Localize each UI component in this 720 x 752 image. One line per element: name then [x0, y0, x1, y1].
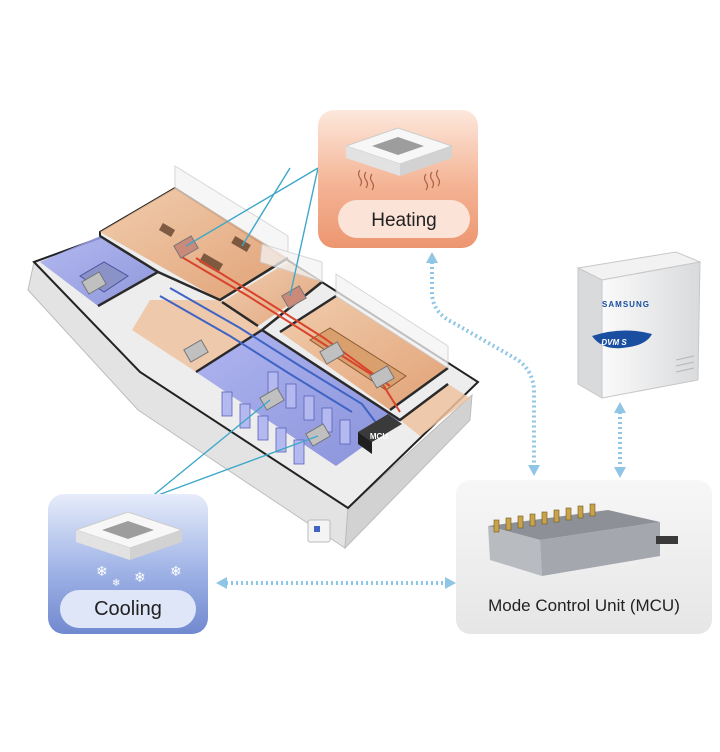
heat-waves-icon — [357, 169, 441, 191]
arrowhead-right-mcu — [445, 577, 456, 589]
cassette-cool-2 — [259, 387, 285, 411]
pipe-red — [179, 255, 401, 413]
cassette-cool-1 — [81, 271, 107, 295]
cooling-label: Cooling — [94, 598, 162, 620]
outdoor-unit — [576, 251, 702, 399]
arrowhead-up-odu — [614, 402, 626, 413]
svg-text:❄: ❄ — [170, 564, 182, 580]
room-warm-corner — [222, 262, 322, 326]
mcu-pipe-ports — [493, 503, 596, 533]
leader-lines — [149, 167, 319, 499]
mcu-device-icon — [488, 503, 678, 576]
arrowhead-up-heating — [426, 252, 438, 263]
ceiling-cassettes — [81, 235, 395, 447]
heating-card — [318, 110, 478, 248]
building-wall-right — [344, 393, 473, 550]
cassette-warm-3 — [183, 339, 209, 363]
odu-vents — [675, 355, 695, 373]
cooling-cassette-icon — [74, 511, 184, 560]
heating-label: Heating — [371, 210, 437, 231]
refrigerant-pipes — [159, 255, 401, 429]
svg-text:❄: ❄ — [134, 570, 146, 586]
dvms-logo — [592, 330, 652, 349]
cassette-warm-1 — [173, 235, 199, 259]
pipe-red-2 — [195, 257, 391, 387]
svg-text:❄: ❄ — [112, 578, 120, 589]
pipe-blue-2 — [159, 295, 353, 413]
server-racks — [221, 371, 351, 465]
cassette-warm-5 — [369, 365, 395, 389]
snowflake-icon: ❄ ❄ ❄ ❄ — [96, 564, 182, 589]
dvms-product-text: DVM S — [601, 338, 627, 347]
arrowhead-left-cooling — [216, 577, 227, 589]
mcu-building-tag: MCU — [369, 432, 389, 441]
mcu-box-building — [358, 414, 402, 454]
arrowhead-down-odu-mcu — [614, 467, 626, 478]
cassette-cool-3 — [305, 423, 331, 447]
wall-controller — [307, 519, 331, 543]
arrowhead-down-mcu — [528, 465, 540, 476]
mcu-label: Mode Control Unit (MCU) — [488, 596, 680, 615]
heating-cassette-icon — [344, 127, 454, 176]
room-warm-hall — [132, 300, 262, 372]
connector-lines — [226, 262, 622, 585]
room-warm-small — [400, 384, 470, 436]
svg-text:❄: ❄ — [96, 564, 108, 580]
cooling-card: ❄ ❄ ❄ ❄ — [48, 494, 208, 634]
office-furniture — [158, 223, 251, 273]
connector-heating-to-mcu — [430, 262, 536, 466]
pipe-blue — [169, 287, 381, 429]
cassette-warm-4 — [319, 341, 345, 365]
samsung-brand-text: SAMSUNG — [602, 300, 650, 309]
glass-partitions — [174, 165, 449, 369]
interior-walls — [97, 234, 449, 422]
building-floorplan — [27, 165, 480, 550]
mcu-card — [456, 480, 712, 634]
connector-arrowheads — [216, 252, 626, 589]
